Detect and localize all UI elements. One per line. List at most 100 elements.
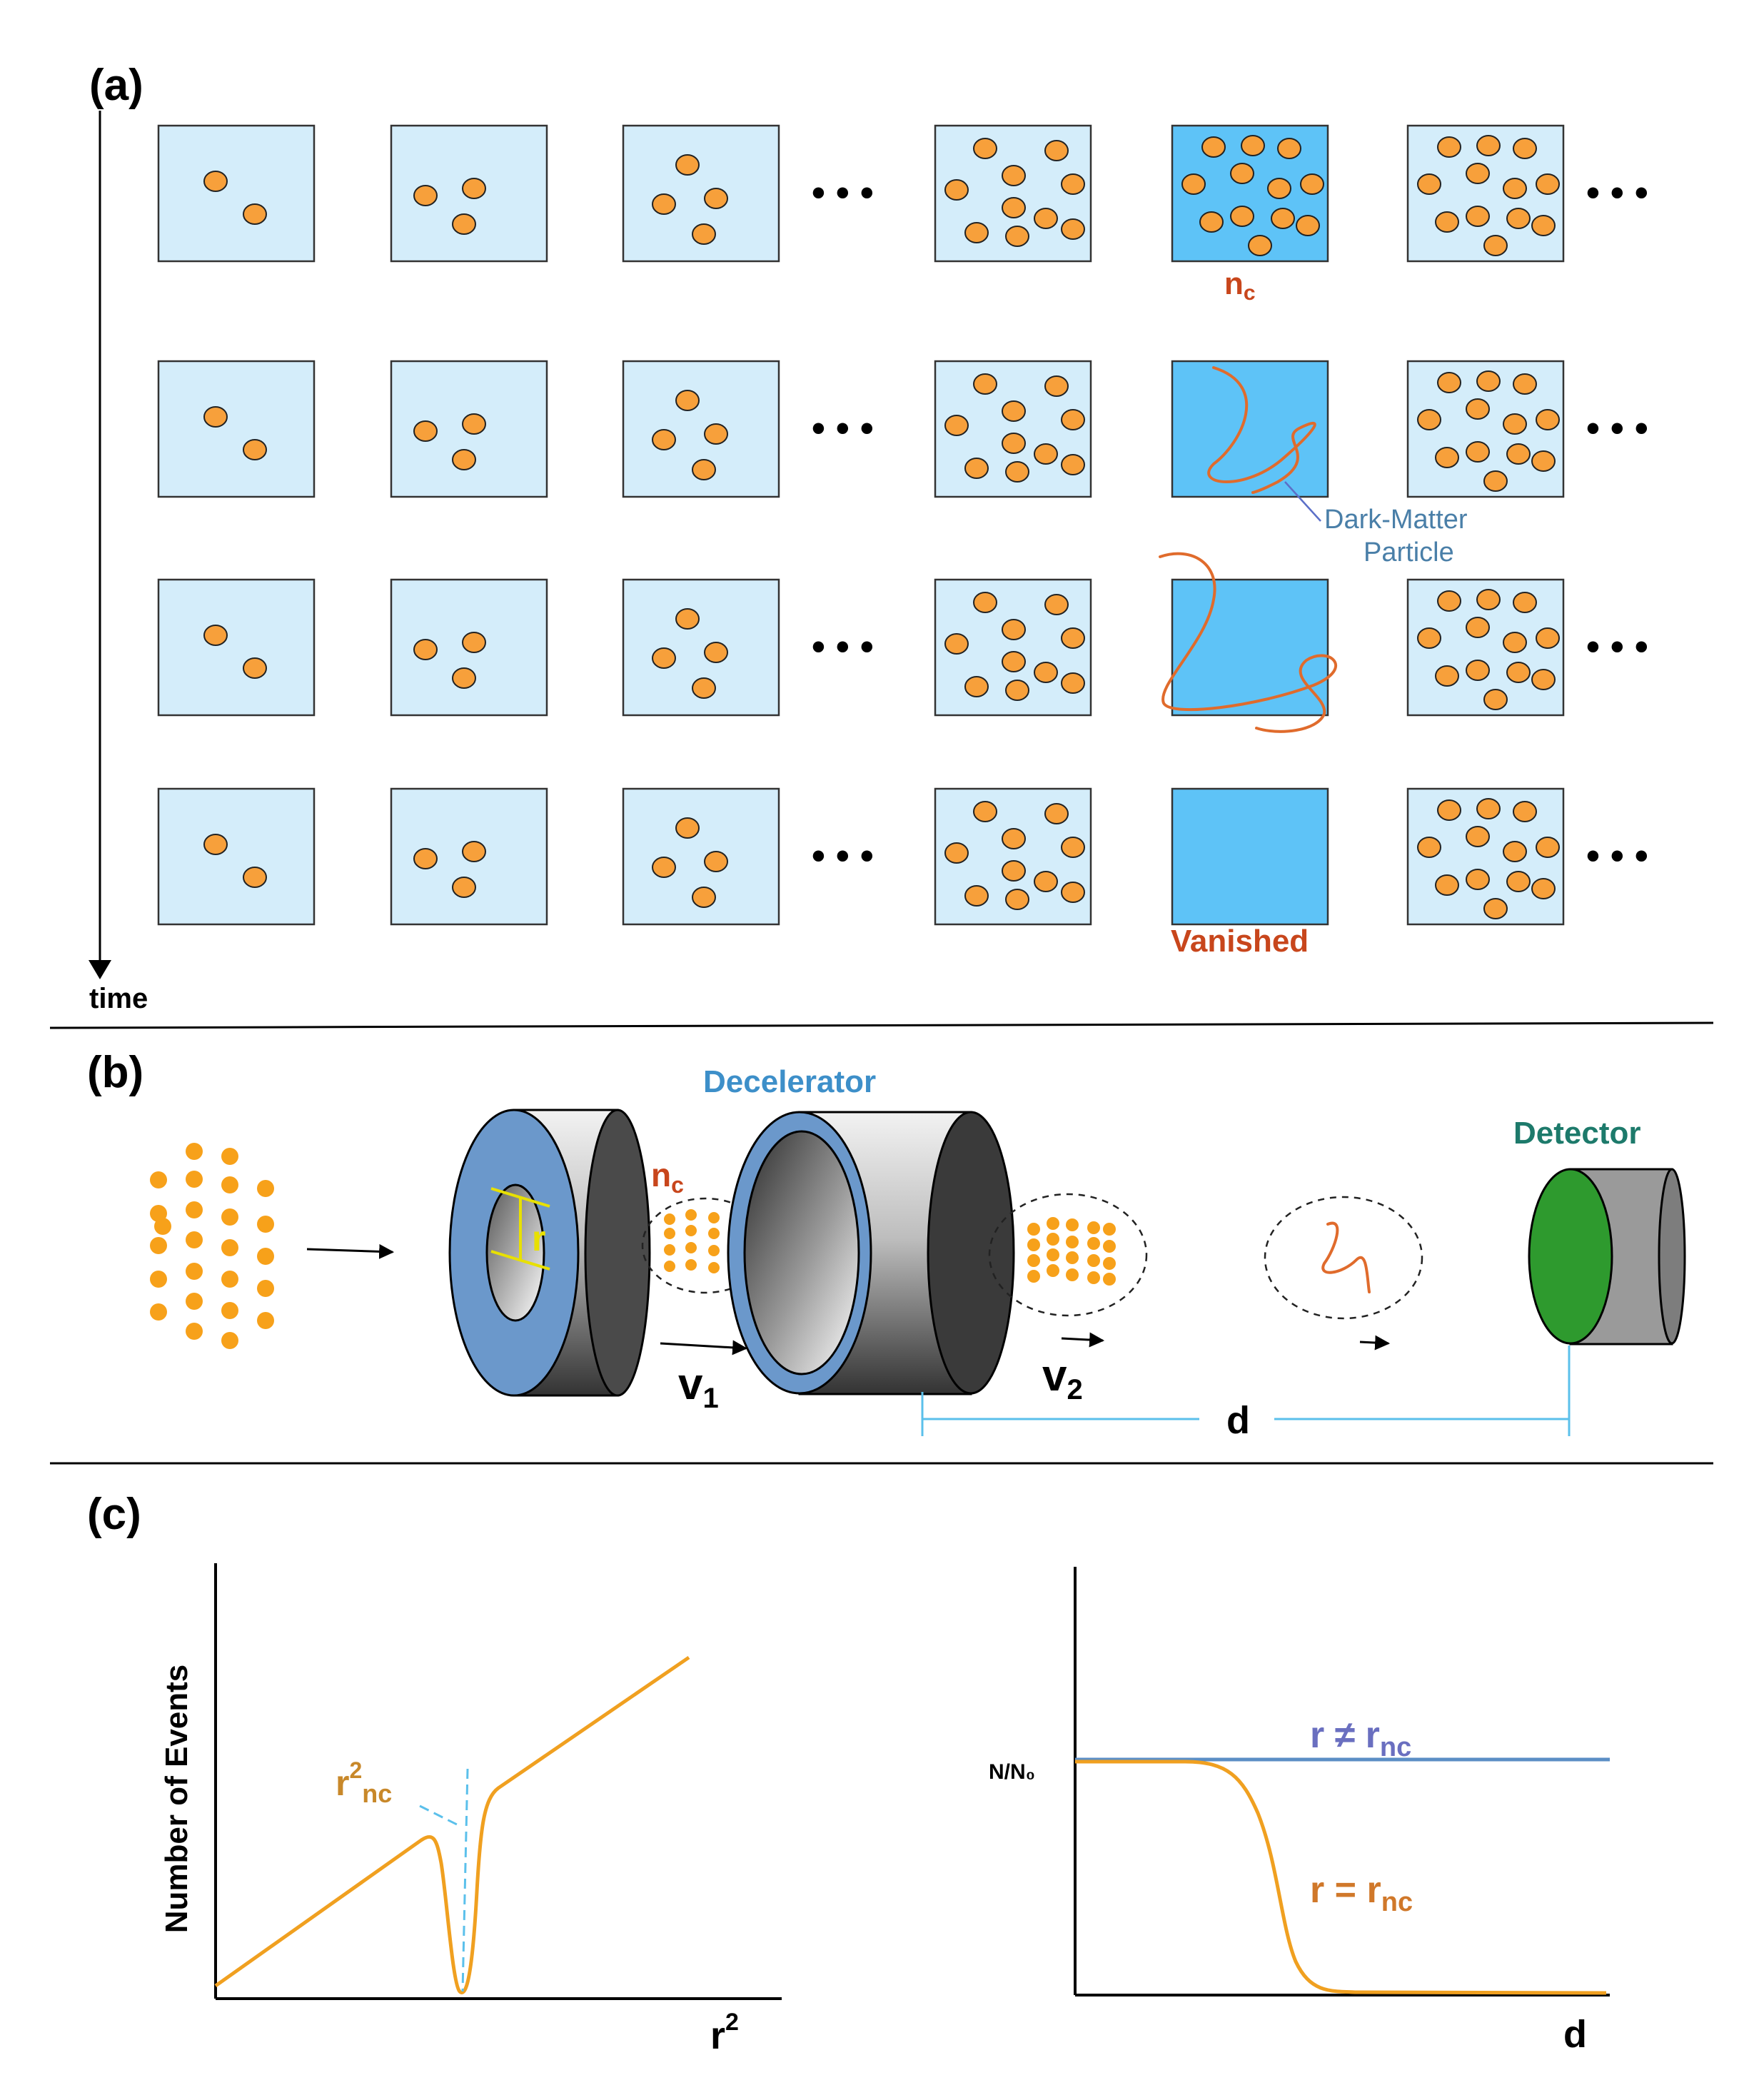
atom bbox=[1531, 669, 1556, 690]
detector-face bbox=[1528, 1168, 1613, 1345]
atom bbox=[1230, 206, 1254, 227]
atom bbox=[1061, 882, 1085, 903]
survival-ytick-label: N/N₀ bbox=[989, 1760, 1035, 1784]
atom bbox=[1002, 619, 1026, 640]
atom bbox=[1002, 165, 1026, 186]
atom bbox=[1466, 398, 1490, 420]
dark-matter-label-line1: Dark-Matter bbox=[1324, 505, 1468, 535]
atom bbox=[1061, 173, 1085, 195]
atom bbox=[1435, 874, 1459, 896]
atom bbox=[1002, 433, 1026, 454]
atom-dot bbox=[708, 1212, 720, 1223]
atom bbox=[1417, 409, 1441, 430]
atom-dot bbox=[257, 1312, 274, 1329]
atom bbox=[1417, 627, 1441, 649]
dark-matter-cloud-outline bbox=[1264, 1196, 1423, 1320]
atom-dot bbox=[186, 1263, 203, 1280]
atom bbox=[1248, 235, 1272, 256]
atom bbox=[1506, 662, 1531, 683]
incoming-arrow bbox=[306, 1243, 395, 1259]
atom bbox=[1506, 871, 1531, 892]
detector bbox=[1528, 1168, 1686, 1346]
atom bbox=[652, 193, 676, 215]
atom-dot bbox=[150, 1303, 167, 1321]
atom bbox=[1506, 443, 1531, 465]
resonance-marker-line bbox=[461, 1768, 469, 1992]
ellipsis: • • • bbox=[1586, 171, 1648, 214]
atom bbox=[462, 413, 486, 435]
atom-dot bbox=[664, 1244, 675, 1256]
atom bbox=[1531, 215, 1556, 236]
ellipsis: • • • bbox=[1586, 407, 1648, 450]
atom-cloud-decelerated bbox=[1027, 1217, 1116, 1286]
atom bbox=[704, 851, 728, 872]
atom-dot bbox=[257, 1180, 274, 1197]
atom bbox=[1437, 136, 1461, 158]
atom-dot bbox=[1087, 1221, 1100, 1234]
atom-dot bbox=[186, 1201, 203, 1218]
panel-a-label: (a) bbox=[89, 61, 143, 110]
atom bbox=[973, 592, 997, 613]
atom bbox=[1417, 837, 1441, 858]
atom bbox=[1201, 136, 1226, 158]
atom bbox=[692, 223, 716, 245]
v2-arrow bbox=[1061, 1332, 1105, 1348]
atom-dot bbox=[1103, 1257, 1116, 1270]
atom bbox=[1034, 662, 1058, 683]
atom-dot bbox=[664, 1261, 675, 1272]
atom-dot bbox=[186, 1231, 203, 1248]
atom bbox=[243, 439, 267, 460]
atom bbox=[1536, 837, 1560, 858]
atom-dot bbox=[1103, 1273, 1116, 1286]
critical-cloud-label: nc bbox=[651, 1156, 684, 1198]
atom-dot bbox=[685, 1209, 697, 1221]
atom-dot bbox=[150, 1171, 167, 1188]
atom bbox=[413, 185, 438, 206]
aperture-hole bbox=[485, 1183, 545, 1322]
atom bbox=[675, 608, 700, 630]
atom bbox=[1536, 409, 1560, 430]
atom bbox=[1503, 841, 1527, 862]
atom bbox=[1466, 206, 1490, 227]
atom-dot bbox=[257, 1216, 274, 1233]
atom-dot bbox=[1066, 1268, 1079, 1281]
atom bbox=[462, 632, 486, 653]
atom-dot bbox=[221, 1208, 238, 1226]
atom bbox=[1476, 589, 1501, 610]
critical-density-label: nc bbox=[1224, 266, 1256, 305]
v1-arrow bbox=[660, 1340, 748, 1356]
aperture-ring bbox=[448, 1109, 651, 1397]
atom bbox=[1267, 178, 1291, 199]
curve-r-equal-rnc bbox=[1075, 1760, 1607, 1995]
atom bbox=[1437, 590, 1461, 612]
atom bbox=[1005, 226, 1029, 247]
dark-matter-arrow bbox=[1359, 1335, 1391, 1351]
atom bbox=[1061, 672, 1085, 694]
resonance-pointer bbox=[419, 1804, 458, 1826]
atom bbox=[1005, 889, 1029, 910]
atom bbox=[1241, 135, 1265, 156]
atom bbox=[1061, 837, 1085, 858]
survival-vs-distance-plot bbox=[1074, 1567, 1610, 1996]
events-ylabel: Number of Events bbox=[159, 1665, 194, 1934]
atom bbox=[1466, 441, 1490, 463]
time-axis-arrowhead bbox=[89, 960, 111, 979]
atom bbox=[1044, 594, 1069, 615]
vanished-label: Vanished bbox=[1171, 924, 1309, 959]
panel-c-label: (c) bbox=[87, 1490, 141, 1539]
atom bbox=[704, 642, 728, 663]
ellipsis: • • • bbox=[812, 625, 874, 668]
atom bbox=[413, 420, 438, 442]
atom-dot bbox=[150, 1237, 167, 1254]
atom bbox=[1005, 461, 1029, 483]
atom-dot bbox=[664, 1213, 675, 1225]
v2-label: v2 bbox=[1042, 1351, 1083, 1405]
r-not-equal-rnc-label: r ≠ rnc bbox=[1310, 1715, 1411, 1762]
dark-matter-particle-2 bbox=[1159, 552, 1338, 733]
atom bbox=[675, 817, 700, 839]
state-box bbox=[157, 124, 316, 263]
atom bbox=[692, 887, 716, 908]
atom bbox=[1271, 208, 1295, 229]
atom-dot bbox=[221, 1302, 238, 1319]
